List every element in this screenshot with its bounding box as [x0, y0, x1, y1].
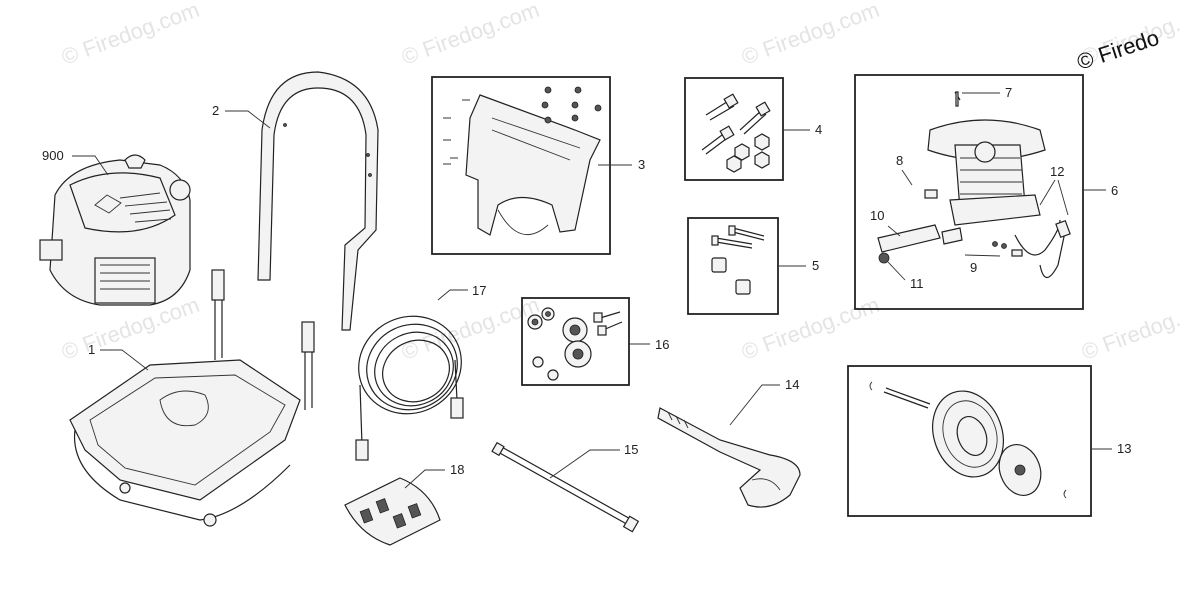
callout-1: 1 [88, 342, 149, 371]
part-13-box[interactable] [847, 365, 1092, 517]
callout-label-11: 11 [910, 276, 924, 291]
part-900-engine[interactable] [39, 154, 191, 306]
callout-17: 17 [437, 283, 486, 301]
callout-7: 7 [962, 85, 1012, 100]
watermark: © Firedog.com [738, 292, 882, 365]
part-1-frame[interactable] [69, 269, 315, 527]
part-2-handle[interactable] [257, 71, 379, 331]
watermark: © Firedog.com [398, 292, 542, 365]
callout-4: 4 [783, 122, 822, 137]
part-4-box[interactable] [684, 77, 784, 181]
callout-5: 5 [778, 258, 819, 273]
part-17-hose[interactable] [343, 300, 478, 461]
callout-2: 2 [212, 103, 271, 129]
callout-label-15: 15 [624, 442, 638, 457]
watermark: © Firedog.com [738, 0, 882, 70]
callout-12: 12 [1039, 164, 1069, 216]
part-6-box[interactable] [854, 74, 1084, 310]
part-3-box[interactable] [431, 76, 611, 255]
part-13-wheel[interactable] [869, 381, 1067, 501]
part-6-pump[interactable] [877, 91, 1071, 279]
callout-label-17: 17 [472, 283, 486, 298]
part-18-nozzles[interactable] [344, 477, 441, 546]
callout-16: 16 [629, 337, 669, 352]
part-5-hardware[interactable] [711, 225, 765, 295]
part-16-hardware[interactable] [527, 307, 623, 381]
callout-label-14: 14 [785, 377, 799, 392]
part-3-bracket[interactable] [443, 86, 602, 236]
callout-label-7: 7 [1005, 85, 1012, 100]
callout-900: 900 [42, 148, 109, 176]
callout-13: 13 [1091, 441, 1131, 456]
callout-label-5: 5 [812, 258, 819, 273]
callout-8: 8 [896, 153, 913, 186]
callout-label-1: 1 [88, 342, 95, 357]
part-15-wand[interactable] [491, 441, 640, 533]
callout-label-6: 6 [1111, 183, 1118, 198]
callout-label-9: 9 [970, 260, 977, 275]
watermark: © Firedog.com [58, 0, 202, 70]
callout-label-8: 8 [896, 153, 903, 168]
callout-label-12: 12 [1050, 164, 1064, 179]
watermark: © Firedog.com [398, 0, 542, 70]
callout-label-3: 3 [638, 157, 645, 172]
watermark: © Firedog.com [1078, 292, 1180, 365]
part-14-spray-gun[interactable] [657, 407, 801, 508]
part-16-box[interactable] [521, 297, 630, 386]
callout-label-13: 13 [1117, 441, 1131, 456]
callout-18: 18 [404, 462, 464, 489]
part-4-hardware[interactable] [701, 93, 771, 173]
callout-label-18: 18 [450, 462, 464, 477]
callout-label-16: 16 [655, 337, 669, 352]
callout-label-4: 4 [815, 122, 822, 137]
callout-label-2: 2 [212, 103, 219, 118]
callout-15: 15 [549, 442, 638, 479]
callout-label-10: 10 [870, 208, 884, 223]
callout-10: 10 [870, 208, 901, 237]
callout-14: 14 [729, 377, 799, 426]
callout-6: 6 [1083, 183, 1118, 198]
callout-label-900: 900 [42, 148, 64, 163]
callout-11: 11 [887, 261, 924, 291]
callout-3: 3 [598, 157, 645, 172]
callout-9: 9 [964, 254, 1001, 275]
